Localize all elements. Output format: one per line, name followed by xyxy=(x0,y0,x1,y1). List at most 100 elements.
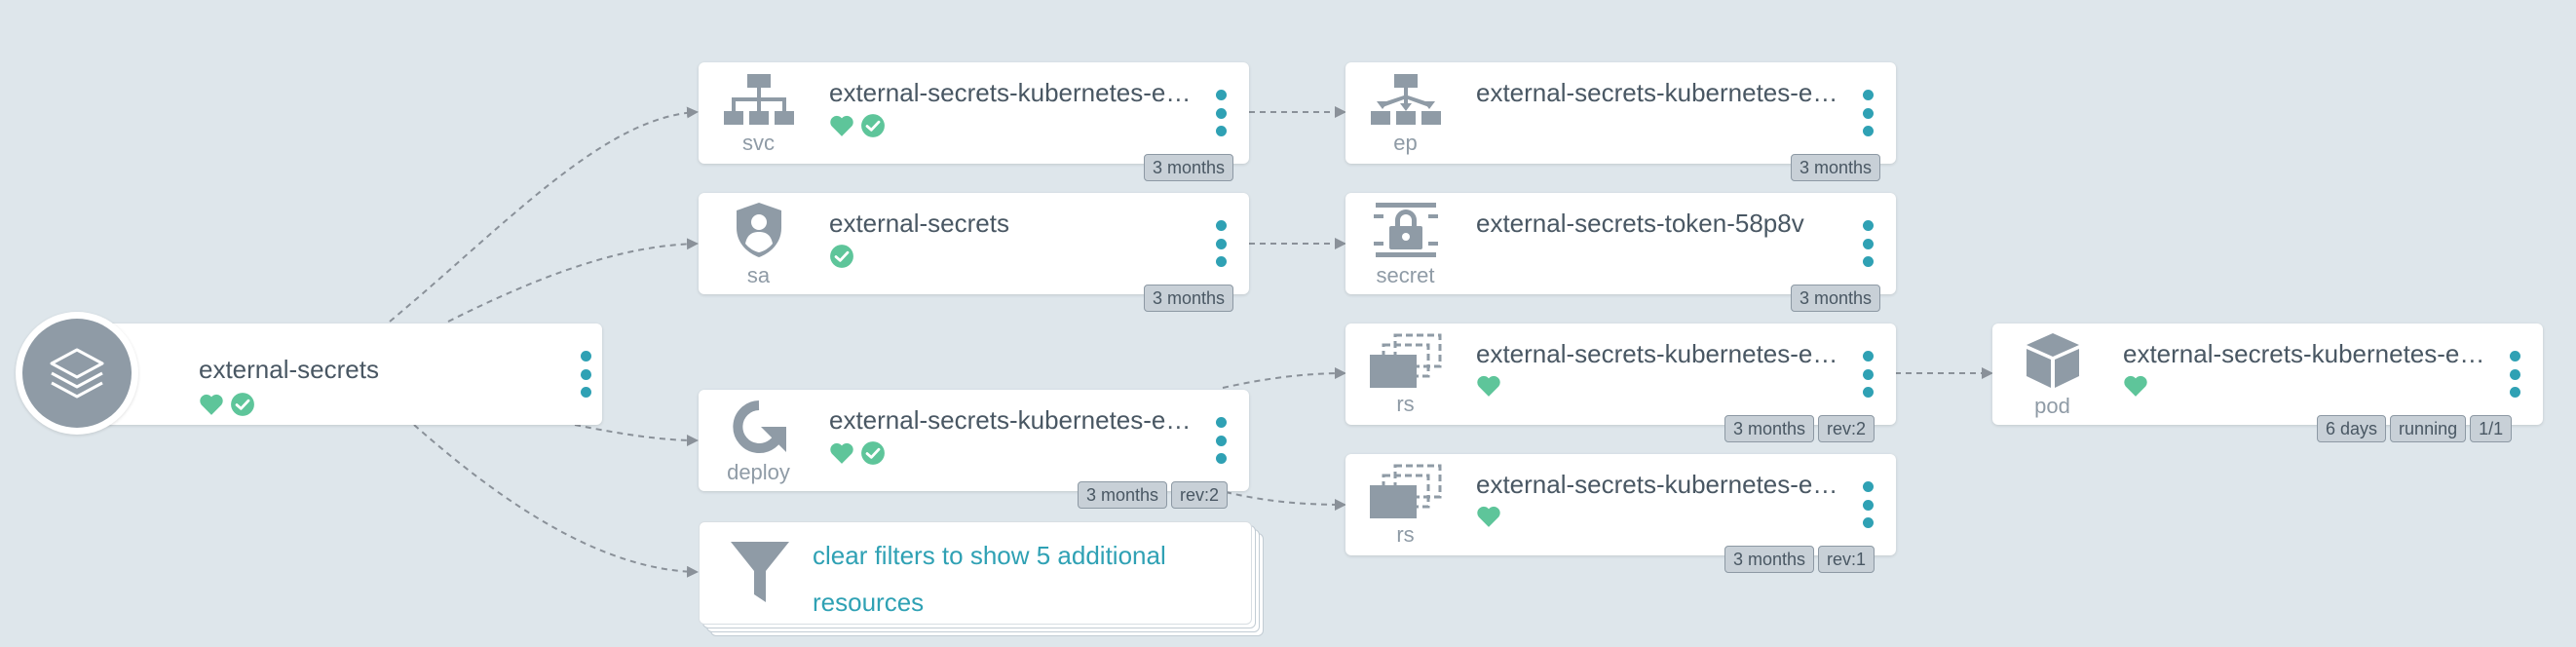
age-tag: 3 months xyxy=(1078,481,1168,509)
revision-tag: rev:2 xyxy=(1171,481,1229,509)
app-menu-button[interactable] xyxy=(580,351,591,398)
node-ep-name: external-secrets-kubernetes-ex... xyxy=(1476,78,1841,107)
node-sa-status xyxy=(829,244,854,269)
node-svc-name: external-secrets-kubernetes-ex... xyxy=(829,78,1194,107)
age-tag: 3 months xyxy=(1791,154,1881,181)
node-sa[interactable]: sa external-secrets xyxy=(699,193,1249,294)
app-card[interactable]: external-secrets xyxy=(74,324,602,425)
revision-tag: rev:1 xyxy=(1818,546,1875,573)
node-rs-1-name: external-secrets-kubernetes-ex... xyxy=(1476,339,1841,368)
app-icon-circle xyxy=(16,312,138,435)
node-svc-kind: svc xyxy=(742,130,775,155)
node-svc[interactable]: svc external-secrets-kubernetes-ex... xyxy=(699,62,1249,164)
ready-tag: 1/1 xyxy=(2470,415,2513,442)
node-ep[interactable]: ep external-secrets-kubernetes-ex... xyxy=(1345,62,1896,164)
redo-icon xyxy=(732,400,786,453)
clear-filters-link[interactable]: clear filters to show 5 additional resou… xyxy=(813,541,1166,617)
replicaset-icon xyxy=(1369,464,1441,518)
node-pod-status xyxy=(2123,374,2148,398)
layers-icon xyxy=(50,348,104,399)
node-rs-2-menu-button[interactable] xyxy=(1862,481,1874,528)
app-node[interactable]: external-secrets xyxy=(16,312,602,435)
edge-deploy-rs2 xyxy=(1225,491,1346,511)
node-ep-kind: ep xyxy=(1393,130,1418,155)
synced-check-icon xyxy=(231,393,254,416)
node-deploy-tags: 3 months rev:2 xyxy=(1078,481,1229,509)
phase-tag: running xyxy=(2390,415,2467,442)
node-rs-2-name: external-secrets-kubernetes-ex... xyxy=(1476,470,1841,499)
age-tag: 3 months xyxy=(1144,285,1234,312)
node-rs-1-menu-button[interactable] xyxy=(1862,351,1874,398)
filter-node[interactable]: clear filters to show 5 additional resou… xyxy=(699,521,1264,636)
edge-deploy-rs1 xyxy=(1222,367,1346,389)
app-name: external-secrets xyxy=(199,355,379,384)
replicaset-icon xyxy=(1369,333,1441,388)
node-rs-1-icon-box: rs xyxy=(1345,324,1465,424)
node-pod-name: external-secrets-kubernetes-ex... xyxy=(2123,339,2488,368)
node-sa-name: external-secrets xyxy=(829,209,1009,238)
node-deploy-name: external-secrets-kubernetes-ex... xyxy=(829,405,1194,435)
user-shield-icon xyxy=(736,202,781,257)
node-pod-tags: 6 days running 1/1 xyxy=(2317,415,2513,442)
age-tag: 3 months xyxy=(1724,546,1815,573)
healthy-heart-icon xyxy=(830,115,853,136)
node-pod[interactable]: pod external-secrets-kubernetes-ex... xyxy=(1992,324,2543,425)
network-icon xyxy=(1370,73,1441,125)
node-secret-tags: 3 months xyxy=(1791,285,1881,312)
node-pod-menu-button[interactable] xyxy=(2509,351,2520,398)
sitemap-icon xyxy=(723,73,794,125)
node-deploy-icon-box: deploy xyxy=(699,390,818,490)
node-pod-icon-box: pod xyxy=(1992,324,2112,424)
revision-tag: rev:2 xyxy=(1818,415,1875,442)
node-svc-status xyxy=(829,113,886,138)
node-rs-1-status xyxy=(1476,374,1501,398)
age-tag: 3 months xyxy=(1144,154,1234,181)
node-deploy-status xyxy=(829,440,886,466)
node-secret-kind: secret xyxy=(1376,262,1435,287)
node-sa-icon-box: sa xyxy=(699,193,818,293)
synced-check-icon xyxy=(861,441,885,465)
node-sa-tags: 3 months xyxy=(1144,285,1234,312)
age-tag: 6 days xyxy=(2317,415,2387,442)
filter-card[interactable]: clear filters to show 5 additional resou… xyxy=(699,521,1252,625)
node-deploy[interactable]: deploy external-secrets-kubernetes-ex... xyxy=(699,390,1249,491)
node-rs-2-tags: 3 months rev:1 xyxy=(1724,546,1875,573)
healthy-heart-icon xyxy=(830,442,853,464)
node-secret-name: external-secrets-token-58p8v xyxy=(1476,209,1804,238)
synced-check-icon xyxy=(861,114,885,137)
node-svc-icon-box: svc xyxy=(699,62,818,163)
node-secret-menu-button[interactable] xyxy=(1862,220,1874,267)
node-ep-menu-button[interactable] xyxy=(1862,90,1874,136)
filter-icon xyxy=(730,541,789,602)
healthy-heart-icon xyxy=(200,394,223,415)
app-status xyxy=(199,392,255,417)
node-deploy-kind: deploy xyxy=(727,459,790,484)
edge-app-deploy xyxy=(574,424,699,446)
node-svc-tags: 3 months xyxy=(1144,154,1234,181)
node-rs-2-kind: rs xyxy=(1396,521,1415,547)
age-tag: 3 months xyxy=(1724,415,1815,442)
node-rs-1-kind: rs xyxy=(1396,391,1415,416)
node-rs-2-icon-box: rs xyxy=(1345,454,1465,554)
node-rs-2[interactable]: rs external-secrets-kubernetes-ex... xyxy=(1345,454,1896,555)
edge-app-svc xyxy=(389,106,699,323)
node-secret[interactable]: secret external-secrets-token-58p8v xyxy=(1345,193,1896,294)
node-secret-icon-box: secret xyxy=(1345,193,1465,293)
age-tag: 3 months xyxy=(1791,285,1881,312)
synced-check-icon xyxy=(830,245,853,268)
node-ep-icon-box: ep xyxy=(1345,62,1465,163)
node-ep-tags: 3 months xyxy=(1791,154,1881,181)
lock-icon xyxy=(1373,202,1438,257)
edge-app-sa xyxy=(447,238,699,323)
node-sa-menu-button[interactable] xyxy=(1215,220,1227,267)
node-rs-1[interactable]: rs external-secrets-kubernetes-ex... xyxy=(1345,324,1896,425)
node-rs-1-tags: 3 months rev:2 xyxy=(1724,415,1875,442)
node-deploy-menu-button[interactable] xyxy=(1215,417,1227,464)
edge-app-filter xyxy=(413,424,699,578)
cube-icon xyxy=(2026,332,2079,388)
healthy-heart-icon xyxy=(1477,506,1500,527)
node-rs-2-status xyxy=(1476,505,1501,528)
filter-icon-box xyxy=(700,522,819,623)
node-svc-menu-button[interactable] xyxy=(1215,90,1227,136)
